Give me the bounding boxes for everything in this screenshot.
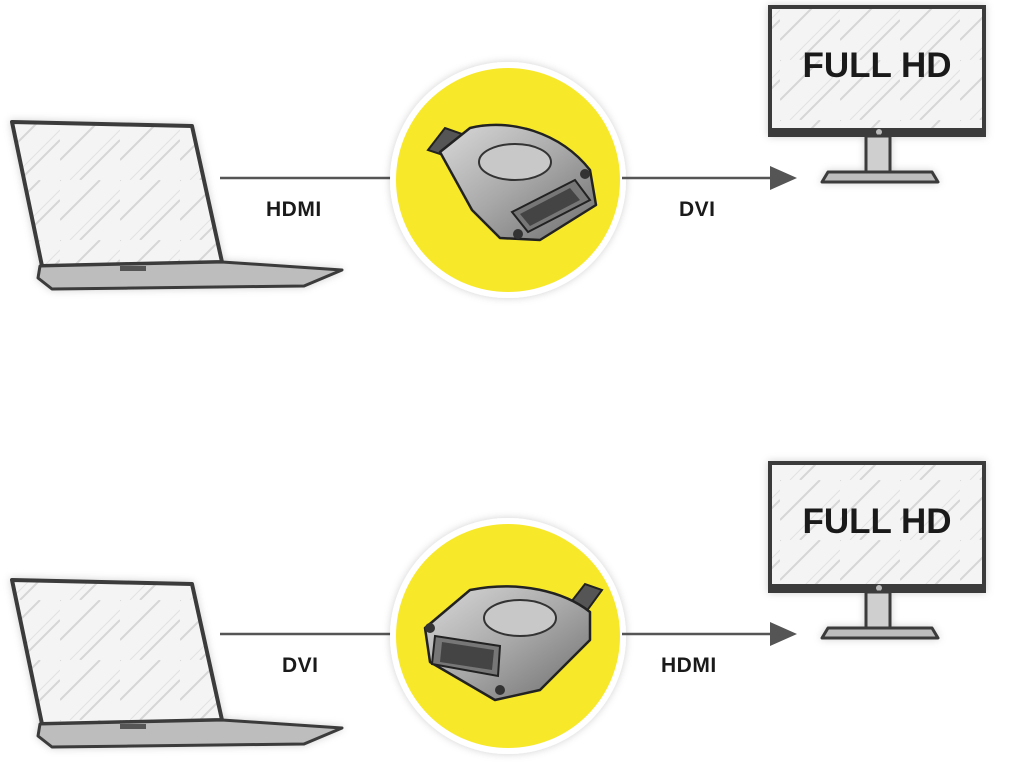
input-connector-label: DVI	[282, 654, 319, 677]
input-connector-label: HDMI	[266, 198, 322, 221]
arrow-icon	[770, 622, 797, 646]
row-1	[10, 5, 986, 298]
monitor-resolution-text: FULL HD	[802, 502, 952, 541]
output-connector-label: DVI	[679, 198, 716, 221]
output-connector-label: HDMI	[661, 654, 717, 677]
arrow-icon	[770, 166, 797, 190]
monitor-icon	[768, 461, 986, 640]
laptop-icon	[10, 578, 344, 749]
laptop-icon	[10, 120, 344, 291]
monitor-icon	[768, 5, 986, 184]
monitor-resolution-text: FULL HD	[802, 46, 952, 85]
hdmi-to-dvi-adapter-icon	[426, 123, 598, 242]
dvi-to-hdmi-adapter-icon	[423, 582, 604, 702]
row-2	[10, 461, 986, 754]
